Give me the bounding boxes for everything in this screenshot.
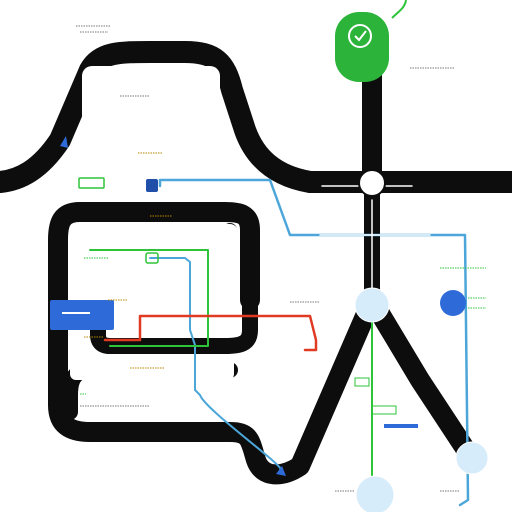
- route-blue-west-line[interactable]: [149, 257, 282, 471]
- location-marker-east-icon[interactable]: [440, 290, 466, 316]
- route-red-line[interactable]: [103, 314, 318, 352]
- block-west-upper: [70, 224, 238, 296]
- transit-node-east[interactable]: [455, 441, 489, 475]
- transit-node-south[interactable]: [355, 475, 395, 512]
- route-marker-blue[interactable]: [384, 424, 418, 428]
- bus-stop-icon[interactable]: [146, 179, 158, 192]
- route-blue-line[interactable]: [158, 178, 470, 507]
- map-pin-icon: [348, 24, 372, 48]
- route-marker-green[interactable]: [371, 405, 397, 415]
- stop-marker-green-small[interactable]: [145, 252, 159, 264]
- road-main-horizontal: [0, 41, 512, 193]
- location-marker-icon[interactable]: [50, 300, 114, 330]
- intersection-node[interactable]: [358, 169, 386, 197]
- road-west-loop: [48, 202, 480, 485]
- map-label-marks-colored: [80, 152, 486, 395]
- stop-marker-green[interactable]: [78, 177, 105, 189]
- walking-marker-icon[interactable]: [60, 136, 68, 148]
- block-north: [82, 66, 220, 140]
- block-west-middle: [70, 358, 234, 380]
- map-label-marks: [76, 25, 460, 492]
- transit-node-center[interactable]: [354, 287, 390, 323]
- walking-marker-south-icon[interactable]: [276, 466, 286, 476]
- block-west-lower: [82, 382, 232, 420]
- route-marker-green-2[interactable]: [354, 377, 370, 387]
- route-green-line[interactable]: [89, 249, 209, 347]
- destination-pin[interactable]: [335, 0, 407, 82]
